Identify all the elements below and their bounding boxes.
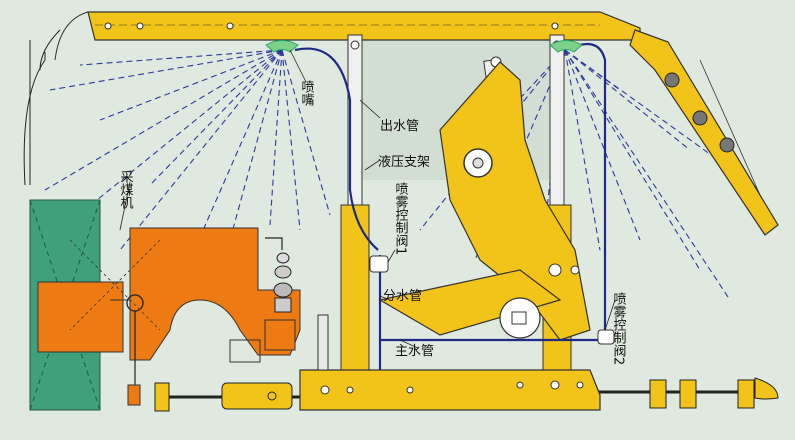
leader-lines [119, 49, 616, 349]
shearer-valve-stack [265, 237, 293, 313]
label-spray-valve-2: 喷雾控制阀2 [611, 292, 627, 365]
envelope-outline [23, 40, 46, 186]
caving-shield [378, 61, 591, 341]
label-outlet-pipe: 出水管 [380, 119, 419, 134]
spray-fan-left [44, 49, 331, 261]
shearer [37, 227, 301, 406]
front-extension-arm [629, 29, 779, 236]
outlet-pipe [294, 47, 379, 251]
label-nozzle: 喷嘴 [299, 80, 315, 106]
label-main-pipe: 主水管 [395, 344, 434, 359]
label-hydraulic-support: 液压支架 [378, 155, 430, 170]
outlet-pipe-right [579, 42, 607, 335]
support-base [299, 314, 601, 411]
conveyor [154, 377, 779, 412]
label-spray-valve-1: 喷雾控制阀1 [393, 182, 409, 255]
spray-valve-icon [369, 255, 615, 345]
spray-nozzle-icon [265, 40, 583, 53]
label-branch-pipe: 分水管 [383, 289, 422, 304]
label-shearer: 采煤机 [118, 170, 134, 210]
envelope-arc [39, 29, 61, 71]
